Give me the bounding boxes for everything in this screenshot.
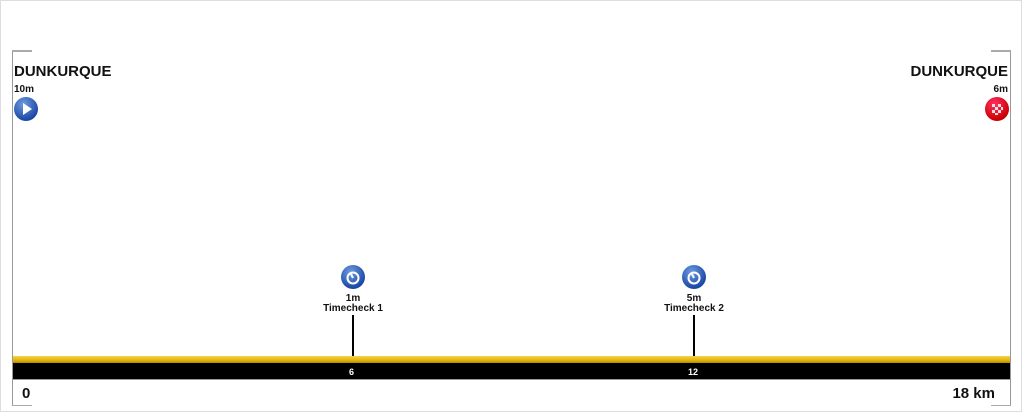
- checkpoint-label: Timecheck 2: [664, 303, 724, 314]
- checkpoint-marker-line: [693, 315, 695, 357]
- right-axis-cap: [991, 50, 1011, 52]
- baseline: [12, 379, 1010, 380]
- start-km-label: 0: [22, 385, 31, 402]
- checkpoint-marker-line: [352, 315, 354, 357]
- right-axis-foot: [991, 405, 1011, 406]
- start-city: DUNKURQUE: [14, 63, 112, 80]
- km-tick-label: 6: [349, 367, 355, 377]
- km-tick-label: 12: [688, 367, 699, 377]
- play-icon: [14, 97, 38, 121]
- checkered-flag-icon: [985, 97, 1009, 121]
- finish-altitude: 6m: [993, 84, 1008, 95]
- checkpoint-2: 5m Timecheck 2: [644, 294, 744, 314]
- distance-bar: [13, 363, 1010, 379]
- left-axis-foot: [12, 405, 32, 406]
- right-axis-line: [1010, 51, 1011, 406]
- finish-city: DUNKURQUE: [910, 63, 1009, 80]
- start-altitude: 10m: [14, 84, 35, 95]
- checkpoint-altitude: 5m: [686, 293, 702, 304]
- left-axis-cap: [12, 50, 32, 52]
- stopwatch-icon: [682, 265, 706, 289]
- stopwatch-icon: [341, 265, 365, 289]
- checkpoint-label: Timecheck 1: [323, 303, 383, 314]
- checkpoint-1: 1m Timecheck 1: [303, 294, 403, 314]
- road-profile: [13, 356, 1010, 363]
- left-axis-line: [12, 51, 13, 406]
- checkpoint-altitude: 1m: [345, 293, 361, 304]
- end-km-label: 18 km: [952, 385, 995, 402]
